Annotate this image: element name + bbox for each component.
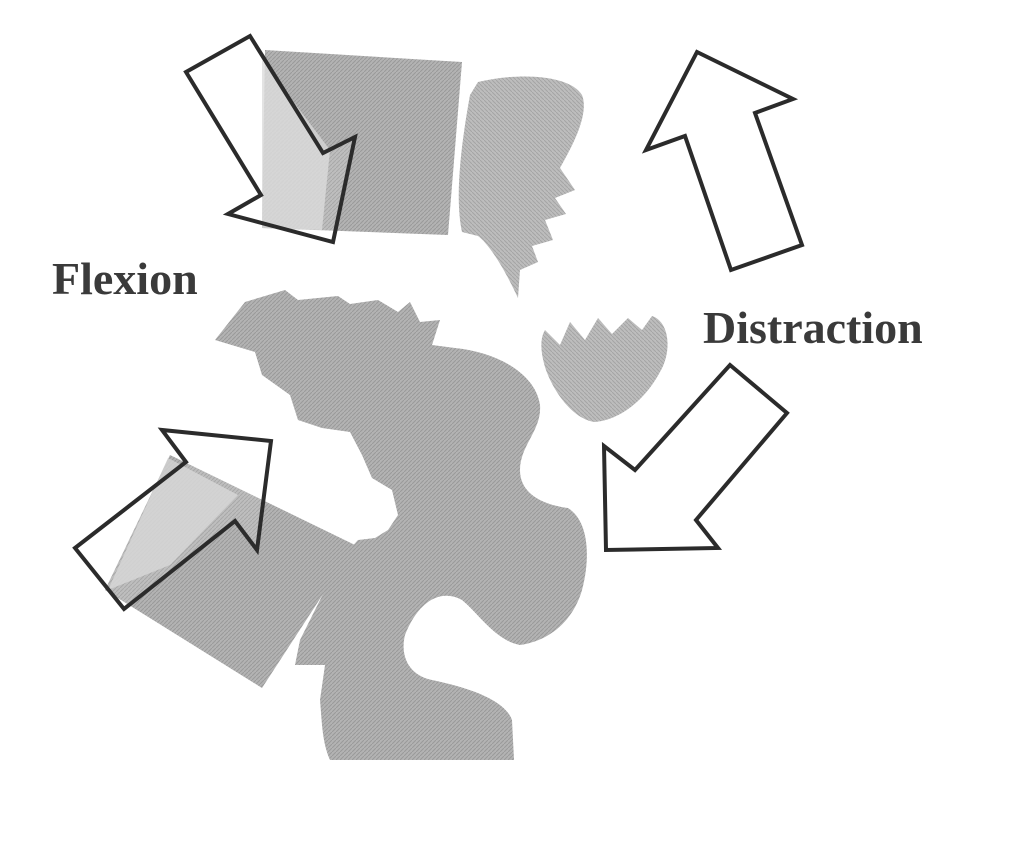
flexion-label: Flexion [52, 253, 198, 304]
distraction-arrow-lower [601, 362, 790, 553]
distraction-label: Distraction [703, 302, 923, 353]
flexion-arrow-upper [183, 33, 358, 245]
small-bone-fragment [541, 316, 668, 422]
lower-vertebra [215, 290, 587, 760]
upper-posterior-fragment [458, 76, 584, 299]
upper-vertebral-body [262, 50, 462, 235]
distraction-arrow-upper [641, 49, 805, 273]
lower-vertebral-body [105, 455, 355, 688]
flexion-arrow-lower [72, 427, 274, 612]
